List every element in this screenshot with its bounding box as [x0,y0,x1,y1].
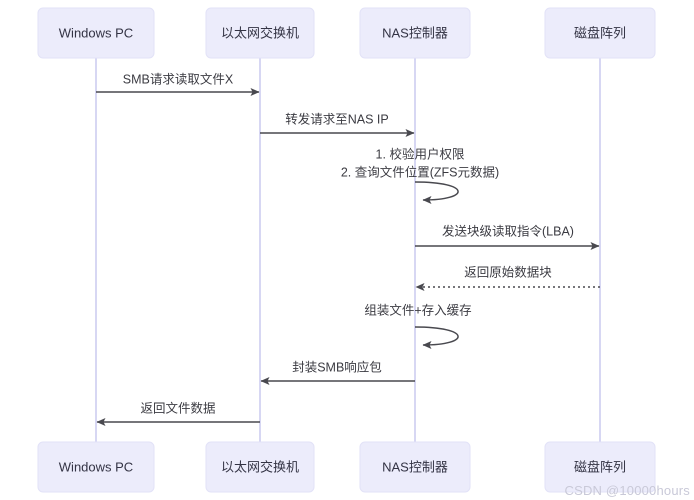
message-m3-label-2: 2. 查询文件位置(ZFS元数据) [341,164,499,179]
message-m7-label: 封装SMB响应包 [292,359,382,374]
actor-header-pc[interactable]: Windows PC [37,7,155,59]
actor-header-box [359,7,471,59]
actor-header-switch[interactable]: 以太网交换机 [205,7,315,59]
message-m3-self-loop [414,181,459,204]
message-m8-label: 返回文件数据 [140,400,215,415]
message-m6-self-loop [414,326,459,349]
actor-footer-disk[interactable]: 磁盘阵列 [544,441,656,493]
lifelines-group [95,58,601,442]
actor-header-label: Windows PC [59,25,133,40]
message-m1-label: SMB请求读取文件X [123,71,234,86]
actor-header-box [544,7,656,59]
actor-footer-box [205,441,315,493]
actor-footer-box [359,441,471,493]
message-m4-label: 发送块级读取指令(LBA) [442,223,574,238]
actor-header-nas[interactable]: NAS控制器 [359,7,471,59]
message-labels-group: SMB请求读取文件X 转发请求至NAS IP 1. 校验用户权限 2. 查询文件位置(… [123,71,574,415]
actor-header-box [37,7,155,59]
actor-footer-label: 磁盘阵列 [574,459,626,474]
actor-header-label: NAS控制器 [382,25,448,40]
actor-footer-label: 以太网交换机 [221,459,299,474]
actor-header-label: 以太网交换机 [221,25,299,40]
actor-footer-box [544,441,656,493]
actor-footer-switch[interactable]: 以太网交换机 [205,441,315,493]
actor-footer-label: Windows PC [59,459,133,474]
message-m3-label: 1. 校验用户权限 [376,146,465,161]
header-actors-group: Windows PC 以太网交换机 NAS控制器 磁盘阵列 [37,7,656,59]
actor-footer-label: NAS控制器 [382,459,448,474]
message-m2-label: 转发请求至NAS IP [285,111,389,126]
actor-footer-box [37,441,155,493]
actor-header-label: 磁盘阵列 [574,25,626,40]
message-m5-label: 返回原始数据块 [464,264,552,279]
actor-footer-nas[interactable]: NAS控制器 [359,441,471,493]
actor-header-box [205,7,315,59]
message-m6-label: 组装文件+存入缓存 [364,302,471,317]
actor-footer-pc[interactable]: Windows PC [37,441,155,493]
footer-actors-group: Windows PC 以太网交换机 NAS控制器 磁盘阵列 [37,441,656,493]
actor-header-disk[interactable]: 磁盘阵列 [544,7,656,59]
messages-group [96,88,600,426]
csdn-watermark: CSDN @10000hours [564,483,690,498]
